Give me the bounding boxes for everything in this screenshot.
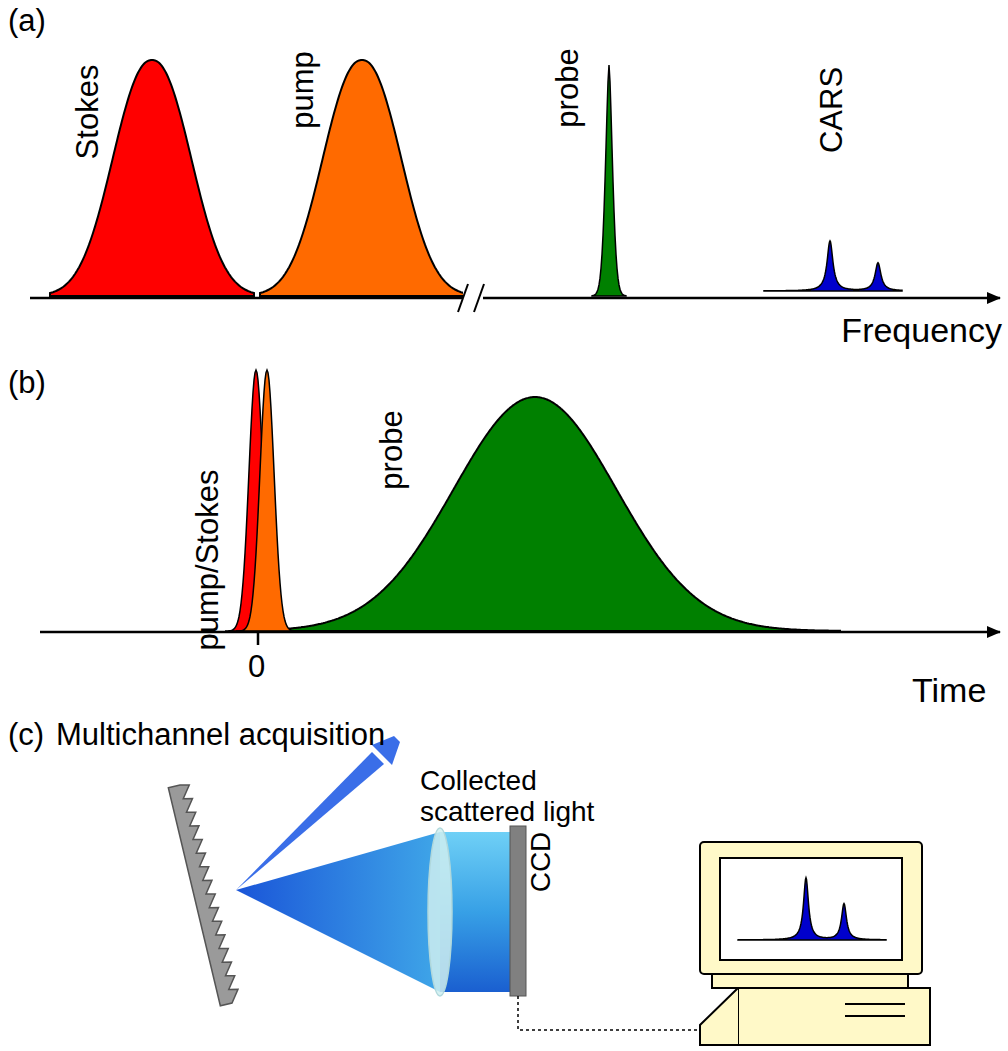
spectrum-label: CARS bbox=[815, 67, 849, 153]
panel-title: Multichannel acquisition bbox=[56, 718, 385, 752]
probe-pulse bbox=[290, 397, 840, 631]
lens bbox=[428, 828, 452, 996]
zero-tick bbox=[257, 632, 260, 645]
pump-pulse bbox=[236, 370, 298, 631]
axis-break bbox=[458, 284, 468, 312]
panel-label: (c) bbox=[8, 718, 44, 752]
panel-label: (a) bbox=[8, 4, 46, 38]
probe-spectrum bbox=[592, 65, 626, 296]
spectrum-label: pump bbox=[286, 51, 320, 129]
pulse-label: pump/Stokes bbox=[191, 470, 225, 651]
input-beam bbox=[236, 752, 384, 890]
panel-label: (b) bbox=[8, 366, 46, 400]
detector-label: CCD bbox=[526, 832, 557, 893]
keyboard bbox=[700, 988, 738, 1045]
frequency-axis bbox=[30, 297, 1000, 300]
axis-label: Time bbox=[912, 672, 986, 709]
axis-label: Frequency bbox=[841, 312, 1002, 349]
time-axis bbox=[40, 631, 1000, 634]
monitor bbox=[700, 842, 922, 974]
stokes-spectrum bbox=[50, 60, 254, 296]
axis-break bbox=[474, 284, 484, 312]
spectrum-label: probe bbox=[551, 48, 585, 127]
screen-spectrum bbox=[738, 878, 886, 940]
spectrum-label: Stokes bbox=[71, 65, 105, 160]
beam-label: Collected scattered light bbox=[420, 766, 630, 828]
computer-case bbox=[738, 988, 930, 1045]
dispersed-beam bbox=[236, 832, 440, 992]
axis-tick-label: 0 bbox=[248, 650, 265, 684]
drive-slot bbox=[845, 1015, 905, 1017]
pulse-label: probe bbox=[375, 410, 409, 489]
drive-slot bbox=[845, 1003, 905, 1005]
ccd-detector bbox=[510, 826, 526, 996]
cars-spectrum bbox=[764, 241, 902, 291]
screen bbox=[720, 858, 902, 960]
grating bbox=[168, 785, 238, 1006]
